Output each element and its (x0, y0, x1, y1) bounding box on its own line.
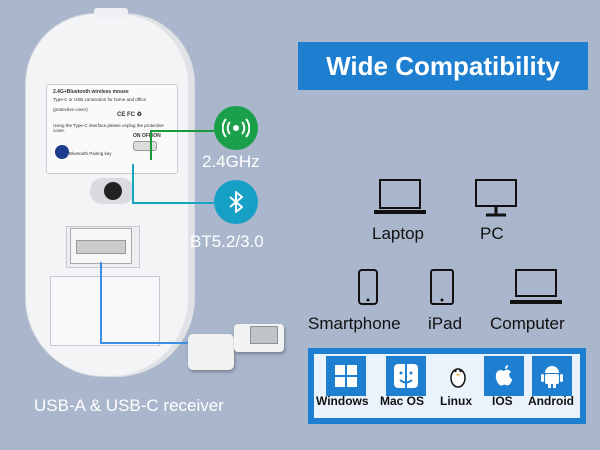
monitor-icon (474, 178, 518, 223)
laptop-icon (372, 178, 428, 223)
device-label-laptop: Laptop (372, 224, 424, 243)
finder-icon (386, 356, 426, 396)
label-card-onoff: ON OFF/ON (133, 133, 161, 139)
os-compatibility-bar: Windows Mac OS Linux IOS Android (308, 348, 586, 424)
label-card-title: 2.4G+Bluetooth wireless mouse (53, 89, 129, 95)
usb-plug-connector (76, 240, 126, 254)
os-label-windows: Windows (316, 394, 369, 408)
os-label-linux: Linux (440, 394, 472, 408)
feature-label-bt: BT5.2/3.0 (190, 232, 264, 251)
wireless-signal-icon (214, 106, 258, 150)
tux-icon (438, 356, 478, 396)
os-label-macos: Mac OS (380, 394, 425, 408)
computer-icon (508, 268, 564, 313)
device-label-ipad: iPad (428, 314, 463, 333)
mouse-top-edge (94, 8, 128, 18)
connector-line-2.4ghz-v (150, 130, 152, 160)
feature-label-2.4ghz: 2.4GHz (202, 152, 260, 171)
usb-c-connector (250, 326, 278, 344)
page-title: Wide Compatibility (298, 42, 588, 90)
receiver-label: USB-A & USB-C receiver (34, 396, 224, 415)
connector-line-receiver-v (100, 262, 102, 344)
device-label-smartphone: Smartphone (308, 314, 401, 333)
connector-line-2.4ghz-h (150, 130, 216, 132)
os-label-ios: IOS (492, 394, 513, 408)
label-card-pairing: Bluetooth Pairing key (69, 151, 112, 156)
connector-line-receiver-h (100, 342, 190, 344)
device-label-pc: PC (480, 224, 504, 243)
usb-a-receiver (188, 334, 234, 370)
device-label-computer: Computer (490, 314, 565, 333)
os-label-android: Android (528, 394, 574, 408)
windows-icon (326, 356, 366, 396)
power-switch[interactable] (133, 141, 157, 151)
apple-icon (484, 356, 524, 396)
mouse-label-card: 2.4G+Bluetooth wireless mouse Type-C or … (46, 84, 178, 174)
label-card-cert-marks: CE FC ♻ (117, 112, 143, 118)
label-card-cover: (protective cover) (53, 107, 88, 112)
label-card-note: Using the Type-C interface,please unplug… (53, 123, 164, 133)
label-card-subtitle: Type-C or USB connection for home and of… (53, 97, 146, 102)
tablet-icon (428, 268, 456, 313)
connector-line-bt-v (132, 164, 134, 202)
bluetooth-icon (214, 180, 258, 224)
battery-cover (50, 276, 160, 346)
connector-line-bt-h (132, 202, 216, 204)
pairing-key-icon (55, 145, 69, 159)
android-icon (532, 356, 572, 396)
sensor-lens (104, 182, 122, 200)
smartphone-icon (356, 268, 380, 313)
